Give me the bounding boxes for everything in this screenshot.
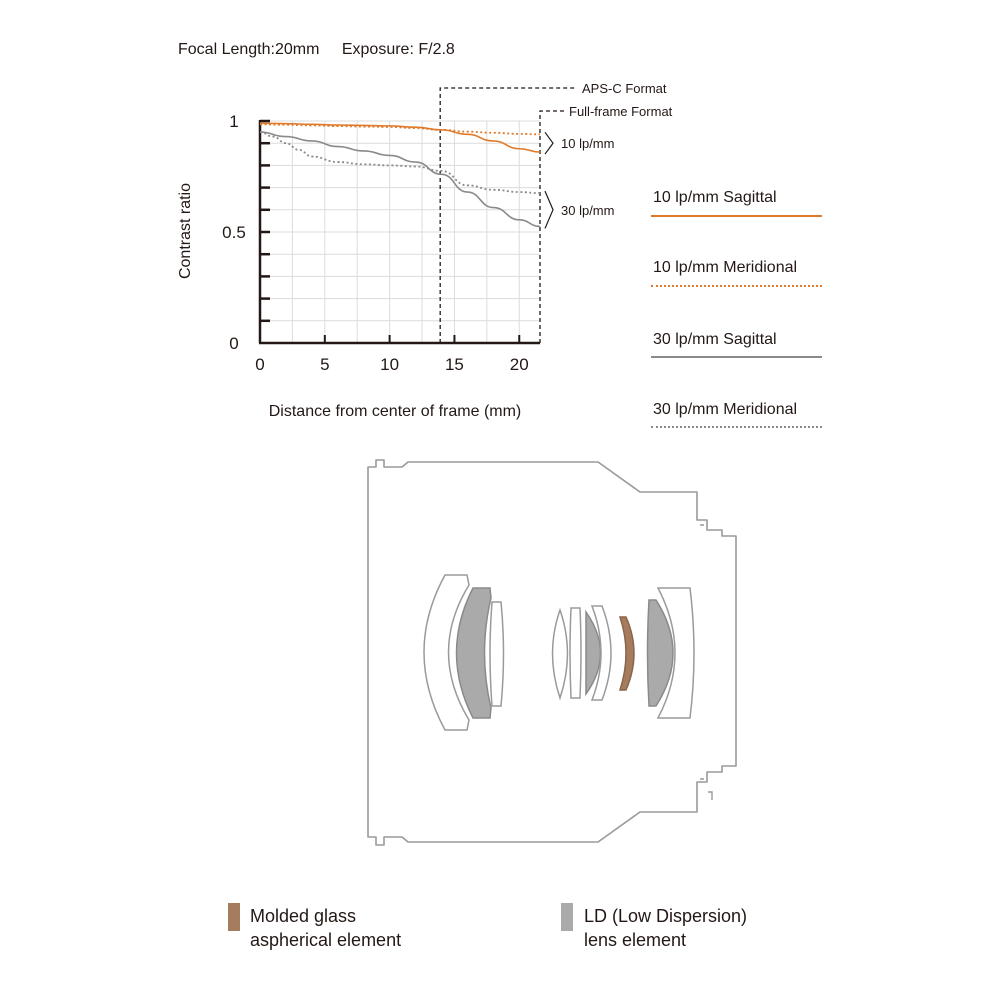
y-tick-label: 1 <box>229 112 238 131</box>
x-tick-label: 15 <box>445 355 464 374</box>
ld-element-swatch <box>561 903 573 931</box>
exposure-label: Exposure: F/2.8 <box>341 41 455 58</box>
group-bracket <box>544 131 554 155</box>
y-axis-label: Contrast ratio <box>177 183 194 279</box>
molded-glass-label: Molded glass aspherical element <box>250 904 401 952</box>
ld-element-label: LD (Low Dispersion) lens element <box>584 904 747 952</box>
x-axis-label: Distance from center of frame (mm) <box>269 403 522 420</box>
focal-length-value: 20mm <box>274 41 320 58</box>
axes <box>258 119 540 345</box>
group-label: 30 lp/mm <box>561 203 614 218</box>
x-tick-label: 5 <box>320 355 329 374</box>
group-bracket <box>544 190 554 229</box>
format-marker-line <box>539 110 565 343</box>
lens-element-10-rear <box>656 587 695 719</box>
grid <box>260 120 540 343</box>
ld-element-label-line2: lens element <box>584 930 687 950</box>
y-tick-label: 0 <box>229 334 238 353</box>
legend-label-30-meridional: 30 lp/mm Meridional <box>653 401 798 418</box>
lens-element-9-ld <box>646 599 674 707</box>
format-marker-label: Full-frame Format <box>569 104 673 119</box>
header: Focal Length:20mm Exposure: F/2.8 <box>178 41 455 59</box>
lens-element-4-biconvex <box>551 607 569 701</box>
format-marker-line <box>439 87 575 343</box>
group-labels: 10 lp/mm 30 lp/mm <box>544 131 614 229</box>
series-line-30-lp-mm-sagittal <box>259 131 541 228</box>
molded-glass-label-line2: aspherical element <box>250 930 402 950</box>
group-label: 10 lp/mm <box>561 136 614 151</box>
series-line-10-lp-mm-sagittal <box>259 122 541 153</box>
x-tick-label: 20 <box>510 355 529 374</box>
tick-labels: 0 5 10 15 20 0 0.5 1 <box>222 112 529 374</box>
lens-element-7-cemented <box>590 605 612 701</box>
molded-glass-swatch <box>228 903 240 931</box>
lens-barrel-inner-step <box>700 524 713 800</box>
focal-length-label: Focal Length: <box>178 41 275 58</box>
legend-line-10-meridional <box>651 285 822 287</box>
series <box>259 122 541 228</box>
format-marker-label: APS-C Format <box>582 81 667 96</box>
legend-line-10-sagittal <box>651 215 822 217</box>
legend-label-30-sagittal: 30 lp/mm Sagittal <box>653 331 777 348</box>
molded-glass-label-line1: Molded glass <box>250 906 357 926</box>
legend-label-10-sagittal: 10 lp/mm Sagittal <box>653 189 777 206</box>
ld-element-label-line1: LD (Low Dispersion) <box>584 906 748 926</box>
y-tick-label: 0.5 <box>222 223 246 242</box>
lens-barrel-outline <box>367 459 737 846</box>
lens-element-3 <box>489 601 505 707</box>
lens-element-1-meniscus <box>423 574 470 731</box>
lens-element-2-ld <box>455 587 492 719</box>
x-tick-label: 10 <box>380 355 399 374</box>
lens-construction-diagram <box>367 459 737 846</box>
legend-line-30-meridional <box>651 426 822 428</box>
lens-element-8-molded-aspherical <box>618 616 635 691</box>
legend-line-30-sagittal <box>651 356 822 358</box>
x-tick-label: 0 <box>255 355 264 374</box>
series-line-30-lp-mm-meridional <box>259 131 541 195</box>
lens-element-5 <box>569 607 582 699</box>
legend-label-10-meridional: 10 lp/mm Meridional <box>653 259 798 276</box>
